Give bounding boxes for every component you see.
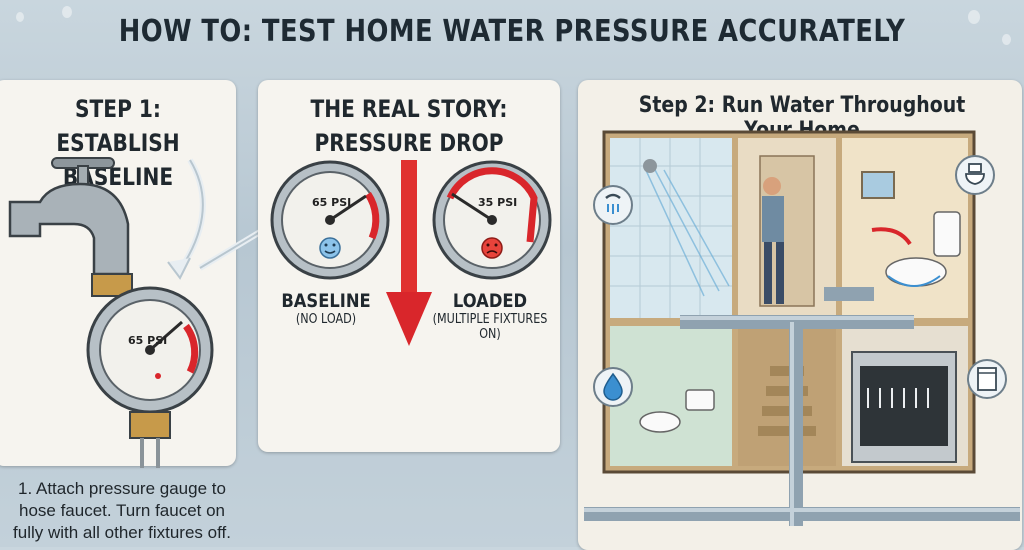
- house-cutaway-illustration: [584, 130, 1020, 526]
- pointer-arrow: [167, 158, 262, 280]
- step1-description-line: fully with all other fixtures off.: [13, 523, 231, 542]
- baseline-label: BASELINE: [281, 290, 371, 312]
- real-story-heading: THE REAL STORY: PRESSURE DROP: [282, 92, 536, 160]
- water-pipes: [584, 287, 1020, 526]
- baseline-caption: BASELINE (NO LOAD): [262, 290, 390, 327]
- baseline-sublabel: (NO LOAD): [295, 312, 357, 327]
- step1-description-line: 1. Attach pressure gauge to: [18, 479, 226, 498]
- step1-description: 1. Attach pressure gauge to hose faucet.…: [4, 478, 240, 544]
- water-drop-icon: [593, 367, 633, 407]
- toilet-icon: [955, 155, 995, 195]
- loaded-sublabel: (MULTIPLE FIXTURES ON): [432, 312, 548, 342]
- water-droplet: [16, 12, 24, 22]
- water-droplet: [62, 6, 72, 18]
- step1-heading-line1: STEP 1:: [75, 95, 161, 123]
- baseline-gauge: 65 PSI: [270, 160, 390, 280]
- loaded-gauge-label: 35 PSI: [478, 196, 517, 209]
- page-title: HOW TO: TEST HOME WATER PRESSURE ACCURAT…: [118, 14, 906, 49]
- sad-face-icon: [481, 237, 503, 259]
- pressure-drop-arrow: [386, 160, 432, 346]
- step1-gauge-label: 65 PSI: [128, 334, 167, 347]
- loaded-label: LOADED: [452, 290, 528, 312]
- person: [763, 177, 781, 195]
- step1-description-line: hose faucet. Turn faucet on: [18, 501, 226, 520]
- loaded-caption: LOADED (MULTIPLE FIXTURES ON): [416, 290, 564, 342]
- real-story-heading-line1: THE REAL STORY:: [310, 95, 508, 123]
- dishwasher-icon: [967, 359, 1007, 399]
- shower-room: [610, 138, 732, 318]
- faucet-with-gauge-illustration: 65 PSI: [8, 157, 214, 468]
- water-droplet: [968, 10, 980, 24]
- water-droplet: [1002, 34, 1011, 45]
- happy-face-icon: [319, 237, 341, 259]
- loaded-gauge: 35 PSI: [432, 160, 552, 280]
- shower-icon: [593, 185, 633, 225]
- real-story-heading-line2: PRESSURE DROP: [314, 129, 504, 157]
- baseline-gauge-label: 65 PSI: [312, 196, 351, 209]
